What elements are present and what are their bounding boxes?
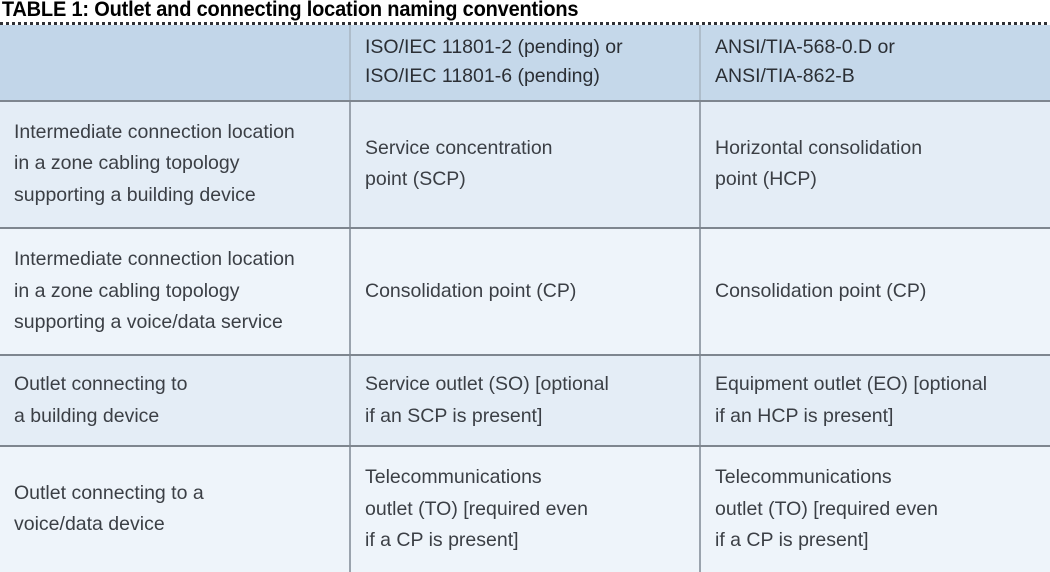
cell-iso: Telecommunications outlet (TO) [required… xyxy=(350,445,701,572)
cell-iso: Consolidation point (CP) xyxy=(350,227,701,357)
table-header-row: ISO/IEC 11801-2 (pending) or ISO/IEC 118… xyxy=(0,25,1050,102)
column-header-iso: ISO/IEC 11801-2 (pending) or ISO/IEC 118… xyxy=(350,25,701,102)
cell-ansi: Telecommunications outlet (TO) [required… xyxy=(700,445,1050,572)
cell-iso: Service concentration point (SCP) xyxy=(350,100,701,229)
table-row: Outlet connecting to a voice/data device… xyxy=(0,445,1050,572)
cell-ansi-text: Horizontal consolidation point (HCP) xyxy=(715,136,923,191)
table-row: Intermediate connection location in a zo… xyxy=(0,227,1050,357)
cell-criterion-text: Intermediate connection location in a zo… xyxy=(14,120,295,206)
cell-criterion: Intermediate connection location in a zo… xyxy=(0,100,351,229)
cell-criterion-text: Outlet connecting to a building device xyxy=(14,372,188,427)
cell-ansi: Consolidation point (CP) xyxy=(700,227,1050,357)
cell-ansi-text: Telecommunications outlet (TO) [required… xyxy=(715,465,938,552)
column-header-ansi-label: ANSI/TIA-568-0.D or ANSI/TIA-862-B xyxy=(715,36,895,88)
cell-iso-text: Consolidation point (CP) xyxy=(365,279,577,302)
cell-ansi: Equipment outlet (EO) [optional if an HC… xyxy=(700,355,1050,447)
column-header-ansi: ANSI/TIA-568-0.D or ANSI/TIA-862-B xyxy=(700,25,1050,102)
cell-iso-text: Service concentration point (SCP) xyxy=(365,136,553,191)
title-divider xyxy=(0,22,1050,25)
table-row: Intermediate connection location in a zo… xyxy=(0,100,1050,229)
cell-criterion-text: Outlet connecting to a voice/data device xyxy=(14,481,204,536)
cell-criterion: Outlet connecting to a voice/data device xyxy=(0,445,351,572)
cell-ansi: Horizontal consolidation point (HCP) xyxy=(700,100,1050,229)
cell-iso-text: Service outlet (SO) [optional if an SCP … xyxy=(365,372,609,427)
cell-iso-text: Telecommunications outlet (TO) [required… xyxy=(365,465,588,552)
cell-criterion: Intermediate connection location in a zo… xyxy=(0,227,351,357)
cell-iso: Service outlet (SO) [optional if an SCP … xyxy=(350,355,701,447)
cell-criterion-text: Intermediate connection location in a zo… xyxy=(14,248,295,334)
naming-conventions-table: ISO/IEC 11801-2 (pending) or ISO/IEC 118… xyxy=(0,25,1050,572)
table-row: Outlet connecting to a building device S… xyxy=(0,355,1050,447)
column-header-iso-label: ISO/IEC 11801-2 (pending) or ISO/IEC 118… xyxy=(365,36,623,88)
table-title: TABLE 1: Outlet and connecting location … xyxy=(1,0,579,21)
cell-criterion: Outlet connecting to a building device xyxy=(0,355,351,447)
column-header-criterion xyxy=(0,25,351,102)
cell-ansi-text: Equipment outlet (EO) [optional if an HC… xyxy=(715,372,988,427)
cell-ansi-text: Consolidation point (CP) xyxy=(715,279,927,302)
